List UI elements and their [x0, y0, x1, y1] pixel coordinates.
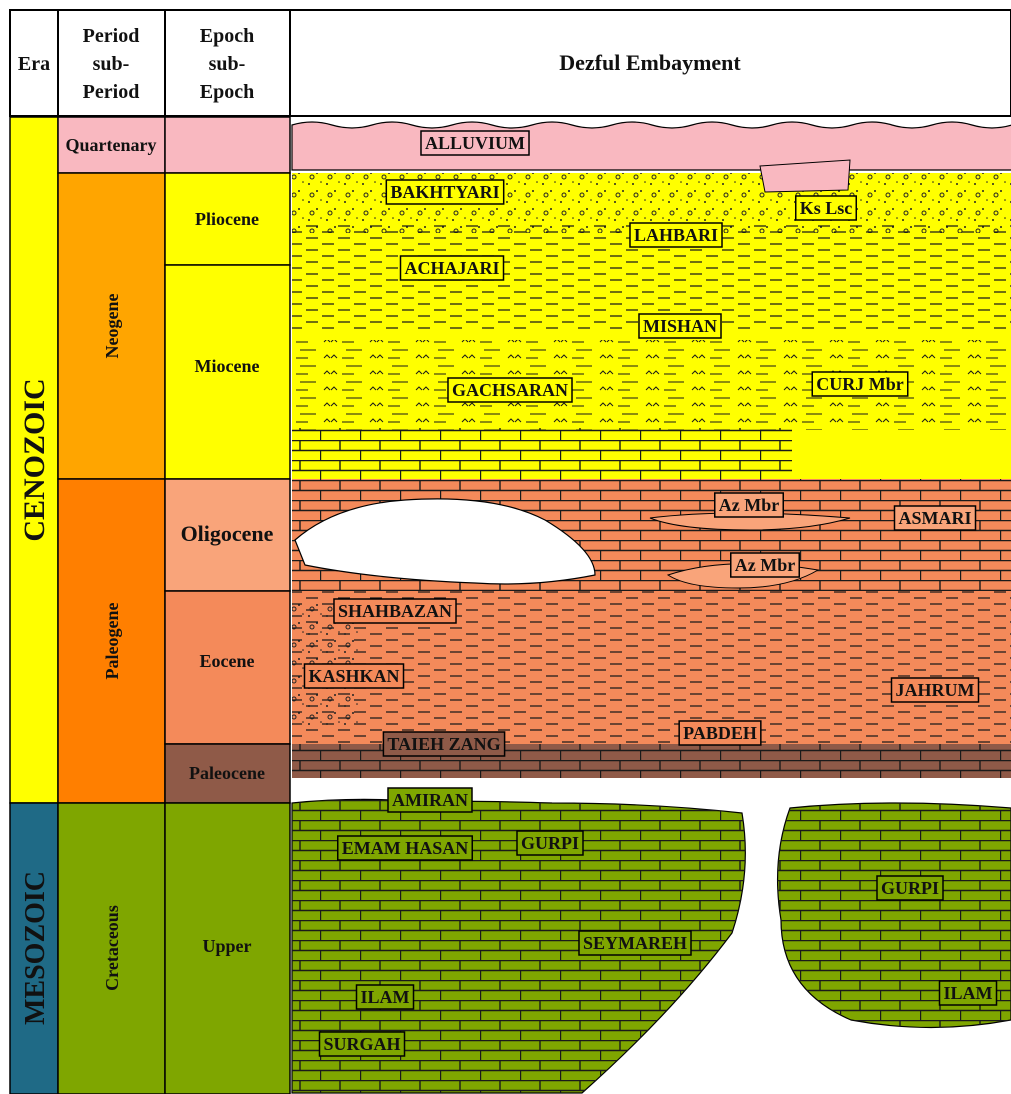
era-cenozoic-label: CENOZOIC	[18, 378, 51, 541]
period-cretaceous-label: Cretaceous	[102, 905, 122, 991]
era-column: CENOZOIC MESOZOIC	[10, 117, 58, 1094]
formation-name: ALLUVIUM	[425, 133, 525, 153]
header-epoch-2: sub-	[209, 53, 246, 75]
formation-label: ASMARI	[894, 506, 975, 530]
formation-name: KASHKAN	[308, 666, 399, 686]
period-paleogene-label: Paleogene	[102, 603, 122, 680]
formation-label: KASHKAN	[304, 664, 403, 688]
formation-name: ASMARI	[898, 508, 971, 528]
formation-name: ACHAJARI	[404, 258, 499, 278]
formation-label: Az Mbr	[731, 553, 799, 577]
epoch-oligocene-label: Oligocene	[181, 521, 274, 546]
formation-name: SEYMAREH	[583, 933, 687, 953]
formation-name: SURGAH	[323, 1034, 400, 1054]
formation-label: Az Mbr	[715, 493, 783, 517]
formation-name: CURJ Mbr	[816, 374, 904, 394]
formation-name: MISHAN	[643, 316, 717, 336]
formation-label: GACHSARAN	[448, 378, 572, 402]
epoch-eocene-label: Eocene	[200, 651, 255, 671]
formation-name: SHAHBAZAN	[338, 601, 452, 621]
epoch-column: Pliocene Miocene Oligocene Eocene Paleoc…	[165, 117, 290, 1094]
formation-label: LAHBARI	[630, 223, 722, 247]
formation-name: LAHBARI	[634, 225, 718, 245]
formation-label: Ks Lsc	[796, 196, 857, 220]
formation-name: GURPI	[521, 833, 579, 853]
header-period-2: sub-	[93, 53, 130, 75]
formation-label: GURPI	[517, 831, 583, 855]
asmari-lower-limestone	[292, 428, 792, 479]
alluvium-band	[292, 122, 1011, 170]
header-period-1: Period	[83, 25, 140, 47]
formation-name: EMAM HASAN	[342, 838, 469, 858]
formation-label: MISHAN	[639, 314, 721, 338]
formation-label: AMIRAN	[388, 788, 472, 812]
formation-label: PABDEH	[679, 721, 761, 745]
formation-label: TAIEH ZANG	[383, 732, 504, 756]
formation-label: CURJ Mbr	[812, 372, 908, 396]
formation-name: Az Mbr	[719, 495, 779, 515]
formation-label: EMAM HASAN	[338, 836, 473, 860]
period-neogene-label: Neogene	[102, 294, 122, 359]
formation-name: PABDEH	[683, 723, 757, 743]
formation-name: AMIRAN	[392, 790, 468, 810]
formation-label: SURGAH	[319, 1032, 404, 1056]
formation-name: TAIEH ZANG	[387, 734, 500, 754]
epoch-upper-label: Upper	[203, 936, 252, 956]
epoch-quartenary	[165, 117, 290, 173]
period-quartenary-label: Quartenary	[66, 135, 157, 155]
formation-label: ACHAJARI	[400, 256, 503, 280]
header-region: Dezful Embayment	[559, 50, 741, 75]
ks-lsc-lens	[760, 160, 850, 192]
epoch-miocene-label: Miocene	[195, 356, 260, 376]
formation-label: SHAHBAZAN	[334, 599, 456, 623]
epoch-pliocene-label: Pliocene	[195, 209, 259, 229]
header-row: Era Period sub- Period Epoch sub- Epoch …	[10, 10, 1011, 116]
period-column: Quartenary Neogene Paleogene Cretaceous	[58, 117, 165, 1094]
formation-label: SEYMAREH	[579, 931, 691, 955]
header-epoch-1: Epoch	[200, 25, 254, 47]
header-epoch-3: Epoch	[200, 81, 254, 103]
era-mesozoic-label: MESOZOIC	[20, 871, 51, 1025]
formation-name: JAHRUM	[896, 680, 975, 700]
formation-label: BAKHTYARI	[386, 180, 503, 204]
formation-name: ILAM	[361, 987, 410, 1007]
header-era: Era	[18, 53, 50, 75]
header-period-3: Period	[83, 81, 140, 103]
formation-name: GURPI	[881, 878, 939, 898]
formation-name: ILAM	[944, 983, 993, 1003]
formation-name: Ks Lsc	[800, 198, 853, 218]
formation-label: JAHRUM	[892, 678, 979, 702]
formation-label: GURPI	[877, 876, 943, 900]
formation-name: BAKHTYARI	[390, 182, 499, 202]
formation-label: ILAM	[357, 985, 414, 1009]
formation-name: Az Mbr	[735, 555, 795, 575]
formation-name: GACHSARAN	[452, 380, 568, 400]
epoch-paleocene-label: Paleocene	[189, 763, 265, 783]
formation-label: ILAM	[940, 981, 997, 1005]
formation-label: ALLUVIUM	[421, 131, 529, 155]
